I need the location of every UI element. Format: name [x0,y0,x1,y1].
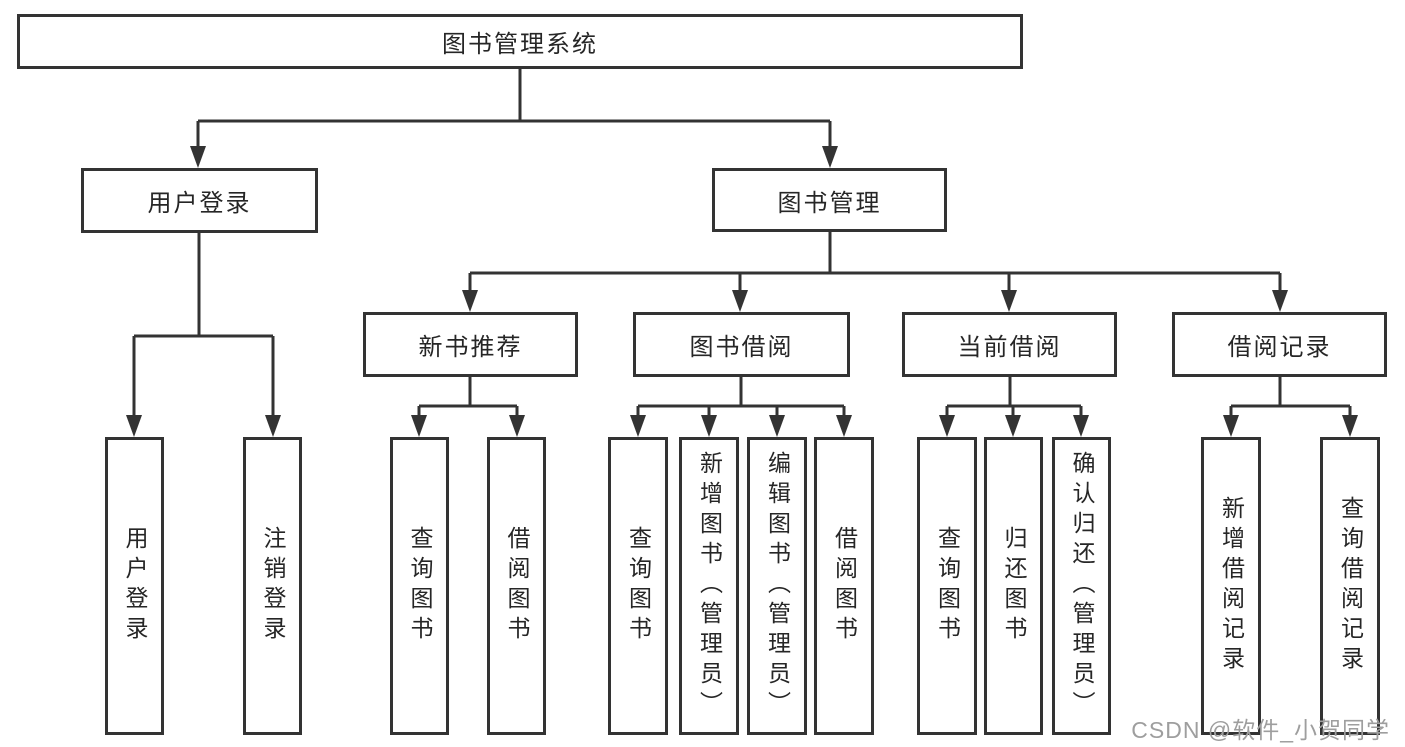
node-new-book-recommend: 新书推荐 [363,312,578,377]
arrowhead-icon [1223,415,1239,437]
leaf-return-books: 归还图书 [984,437,1043,735]
connector-current-borrow-children [939,377,1089,437]
leaf-confirm-return-admin: 确认归还（管理员） [1052,437,1111,735]
leaf-label: 查询图书 [407,526,433,646]
arrowhead-icon [836,415,852,437]
arrowhead-icon [126,415,142,437]
arrowhead-icon [462,290,478,312]
arrowhead-icon [1073,415,1089,437]
leaf-label: 查询图书 [625,526,652,646]
leaf-label: 归还图书 [1001,526,1027,646]
arrowhead-icon [769,415,785,437]
node-user-login: 用户登录 [81,168,318,233]
node-borrow-record: 借阅记录 [1172,312,1387,377]
node-library-management-system: 图书管理系统 [17,14,1023,69]
leaf-borrow-books-recommend: 借阅图书 [487,437,546,735]
leaf-label: 确认归还（管理员） [1069,451,1095,721]
connector-book-management-children [462,232,1288,312]
connector-borrow-record-children [1223,377,1358,437]
leaf-label: 借阅图书 [831,526,858,646]
leaf-label: 用户登录 [122,526,148,646]
leaf-borrow-books: 借阅图书 [814,437,874,735]
connector-new-book-children [411,377,525,437]
arrowhead-icon [265,415,281,437]
leaf-edit-books-admin: 编辑图书（管理员） [747,437,807,735]
leaf-query-books-current: 查询图书 [917,437,977,735]
node-label: 当前借阅 [957,334,1062,361]
arrowhead-icon [1272,290,1288,312]
leaf-add-borrow-record: 新增借阅记录 [1201,437,1261,735]
leaf-query-books-borrow: 查询图书 [608,437,668,735]
leaf-label: 注销登录 [260,526,286,646]
leaf-label: 查询图书 [934,526,961,646]
arrowhead-icon [732,290,748,312]
node-current-borrow: 当前借阅 [902,312,1117,377]
arrowhead-icon [1001,290,1017,312]
connector-root-to-level2 [190,69,838,168]
node-book-management: 图书管理 [712,168,947,232]
node-label: 图书管理 [777,189,882,217]
node-label: 图书借阅 [689,334,794,361]
arrowhead-icon [190,146,206,168]
leaf-label: 查询借阅记录 [1337,496,1364,676]
arrowhead-icon [509,415,525,437]
arrowhead-icon [411,415,427,437]
connector-book-borrow-children [630,377,852,437]
leaf-label: 编辑图书（管理员） [764,451,791,721]
arrowhead-icon [1342,415,1358,437]
connector-user-login-children [126,233,281,437]
leaf-query-books-recommend: 查询图书 [390,437,449,735]
leaf-query-borrow-record: 查询借阅记录 [1320,437,1380,735]
arrowhead-icon [701,415,717,437]
leaf-user-login: 用户登录 [105,437,164,735]
node-label: 图书管理系统 [442,31,598,58]
node-label: 新书推荐 [418,334,523,361]
arrowhead-icon [1005,415,1021,437]
csdn-watermark: CSDN @软件_小贺同学 [1131,717,1390,743]
leaf-add-books-admin: 新增图书（管理员） [679,437,739,735]
leaf-label: 借阅图书 [504,526,530,646]
arrowhead-icon [630,415,646,437]
node-book-borrow: 图书借阅 [633,312,850,377]
node-label: 借阅记录 [1227,334,1332,361]
leaf-label: 新增借阅记录 [1218,496,1245,676]
node-label: 用户登录 [147,190,252,217]
arrowhead-icon [939,415,955,437]
leaf-label: 新增图书（管理员） [696,451,723,721]
arrowhead-icon [822,146,838,168]
leaf-logout: 注销登录 [243,437,302,735]
